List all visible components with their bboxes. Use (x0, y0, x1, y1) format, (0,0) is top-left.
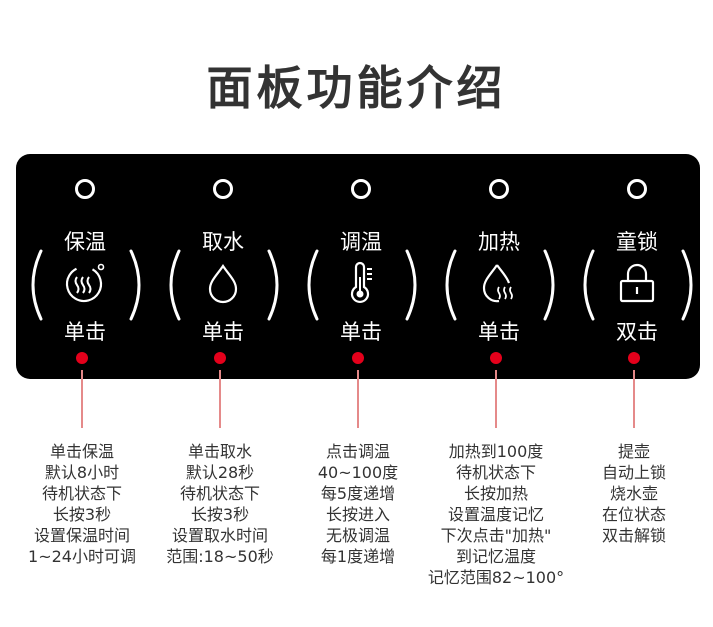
callout-dot (214, 352, 226, 364)
button-bottom-label: 单击 (478, 320, 520, 344)
description-line: 在位状态 (601, 505, 666, 524)
description-line: 长按加热 (463, 484, 528, 503)
panel-button-keep-warm[interactable]: 保温 单击 (16, 154, 154, 379)
water-drop-icon (208, 264, 238, 304)
description-line: 长按进入 (325, 505, 390, 524)
description-child-lock: 提壶 自动上锁 烧水壶 在位状态 双击解锁 (559, 441, 709, 546)
description-line: 待机状态下 (455, 463, 536, 482)
button-top-label: 调温 (340, 230, 382, 254)
description-line: 默认28秒 (185, 463, 255, 482)
description-line: 40~100度 (317, 463, 399, 482)
heating-drop-icon (482, 264, 513, 303)
panel-button-heat[interactable]: 加热 单击 (430, 154, 568, 379)
description-line: 长按3秒 (52, 505, 112, 524)
touch-ring-arcs (445, 249, 555, 321)
callout-dot (352, 352, 364, 364)
description-line: 双击解锁 (601, 526, 666, 545)
description-dispense-water: 单击取水 默认28秒 待机状态下 长按3秒 设置取水时间 范围:18~50秒 (145, 441, 295, 567)
button-bottom-label: 双击 (616, 320, 658, 344)
button-top-label: 童锁 (616, 230, 658, 254)
callout-line (219, 370, 221, 428)
indicator-led (351, 179, 371, 199)
description-line: 单击取水 (187, 442, 252, 461)
description-line: 到记忆温度 (455, 547, 536, 566)
callout-line (81, 370, 83, 428)
description-line: 烧水壶 (609, 484, 658, 503)
callout-line (633, 370, 635, 428)
touch-ring-arcs (307, 249, 417, 321)
button-top-label: 取水 (202, 230, 244, 254)
description-heat: 加热到100度 待机状态下 长按加热 设置温度记忆 下次点击"加热" 到记忆温度… (421, 441, 571, 588)
callout-dot (76, 352, 88, 364)
description-line: 单击保温 (49, 442, 114, 461)
panel-button-dispense-water[interactable]: 取水 单击 (154, 154, 292, 379)
description-line: 待机状态下 (179, 484, 260, 503)
button-bottom-label: 单击 (64, 320, 106, 344)
description-line: 1~24小时可调 (28, 547, 136, 566)
callout-line (495, 370, 497, 428)
indicator-led (489, 179, 509, 199)
description-line: 默认8小时 (44, 463, 120, 482)
padlock-icon (619, 263, 655, 303)
description-line: 自动上锁 (601, 463, 666, 482)
description-line: 设置保温时间 (33, 526, 130, 545)
description-adjust-temperature: 点击调温 40~100度 每5度递增 长按进入 无极调温 每1度递增 (283, 441, 433, 567)
description-line: 设置取水时间 (171, 526, 268, 545)
description-line: 每5度递增 (320, 484, 396, 503)
callout-dot (628, 352, 640, 364)
indicator-led (75, 179, 95, 199)
description-line: 提壶 (617, 442, 650, 461)
description-line: 每1度递增 (320, 547, 396, 566)
description-line: 待机状态下 (41, 484, 122, 503)
description-line: 无极调温 (325, 526, 390, 545)
button-top-label: 加热 (478, 230, 520, 254)
steam-cup-icon (65, 263, 105, 303)
touch-ring-arcs (583, 249, 693, 321)
description-keep-warm: 单击保温 默认8小时 待机状态下 长按3秒 设置保温时间 1~24小时可调 (7, 441, 157, 567)
description-line: 加热到100度 (448, 442, 544, 461)
indicator-led (627, 179, 647, 199)
description-line: 范围:18~50秒 (166, 547, 274, 566)
description-line: 记忆范围82~100° (427, 568, 565, 587)
thermometer-icon (350, 261, 372, 304)
description-line: 设置温度记忆 (447, 505, 544, 524)
touch-ring-arcs (31, 249, 141, 321)
button-bottom-label: 单击 (202, 320, 244, 344)
description-line: 点击调温 (325, 442, 390, 461)
callout-dot (490, 352, 502, 364)
description-line: 长按3秒 (190, 505, 250, 524)
button-top-label: 保温 (64, 230, 106, 254)
callout-line (357, 370, 359, 428)
page-title: 面板功能介绍 (206, 61, 507, 115)
indicator-led (213, 179, 233, 199)
button-bottom-label: 单击 (340, 320, 382, 344)
touch-ring-arcs (169, 249, 279, 321)
panel-button-adjust-temperature[interactable]: 调温 单击 (292, 154, 430, 379)
panel-button-child-lock[interactable]: 童锁 双击 (568, 154, 706, 379)
description-line: 下次点击"加热" (440, 526, 552, 545)
control-panel: 保温 单击 取水 单击 调温 (16, 154, 700, 379)
